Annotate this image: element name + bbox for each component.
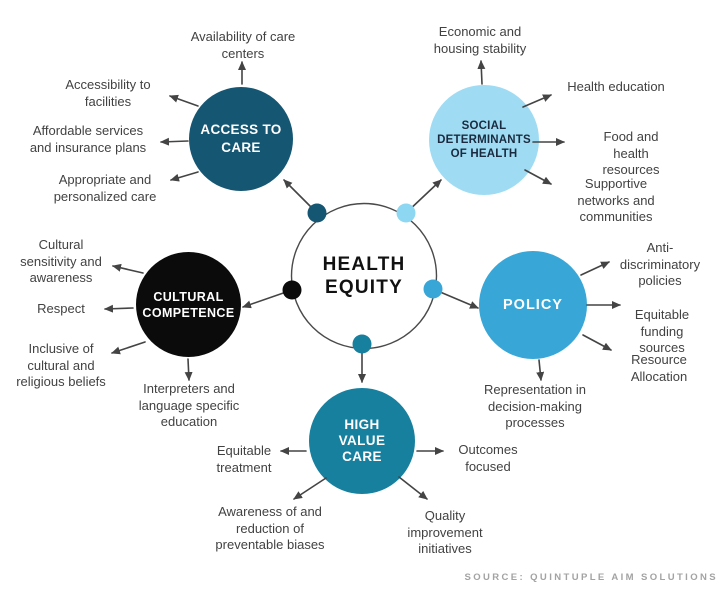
policy-label: POLICY (503, 297, 563, 313)
label-equitable-treatment: Equitable treatment (216, 443, 272, 475)
label-affordable-services: Affordable services and insurance plans (29, 123, 147, 155)
access-to-care-label: ACCESS TO CARE (200, 122, 282, 155)
label-cultural-sensitivity: Cultural sensitivity and awareness (20, 237, 102, 285)
high-value-care-node: HIGH VALUE CARE (309, 388, 415, 494)
label-awareness-preventable-biases: Awareness of and reduction of preventabl… (215, 504, 325, 552)
label-food-health-resources: Food and health resources (602, 129, 660, 177)
label-equitable-funding-sources: Equitable funding sources (634, 307, 690, 355)
label-respect: Respect (37, 301, 85, 316)
label-availability-of-care-centers: Availability of care centers (190, 29, 296, 61)
label-economic-housing-stability: Economic and housing stability (433, 24, 527, 56)
social-determinants-node: SOCIAL DETERMINANTS OF HEALTH (429, 85, 539, 195)
label-appropriate-personalized-care: Appropriate and personalized care (53, 172, 157, 204)
label-interpreters-language: Interpreters and language specific educa… (138, 381, 240, 429)
high-value-care-label: HIGH VALUE CARE (338, 417, 386, 464)
label-supportive-networks: Supportive networks and communities (577, 176, 655, 224)
cultural-competence-label: CULTURAL COMPETENCE (142, 289, 235, 320)
label-health-education: Health education (567, 79, 665, 94)
label-accessibility-to-facilities: Accessibility to facilities (65, 77, 151, 109)
source-attribution: SOURCE: QUINTUPLE AIM SOLUTIONS (464, 572, 718, 583)
label-quality-improvement: Quality improvement initiatives (407, 508, 483, 556)
label-inclusive-beliefs: Inclusive of cultural and religious beli… (16, 341, 106, 389)
label-resource-allocation: Resource Allocation (630, 352, 688, 384)
social-determinants-label: SOCIAL DETERMINANTS OF HEALTH (437, 120, 531, 160)
cultural-competence-node: CULTURAL COMPETENCE (136, 252, 241, 357)
policy-node: POLICY (479, 251, 587, 359)
access-to-care-node: ACCESS TO CARE (189, 87, 293, 191)
label-anti-discriminatory-policies: Anti- discriminatory policies (619, 240, 701, 288)
label-outcomes-focused: Outcomes focused (458, 442, 518, 474)
label-representation-decision-making: Representation in decision-making proces… (484, 382, 586, 430)
